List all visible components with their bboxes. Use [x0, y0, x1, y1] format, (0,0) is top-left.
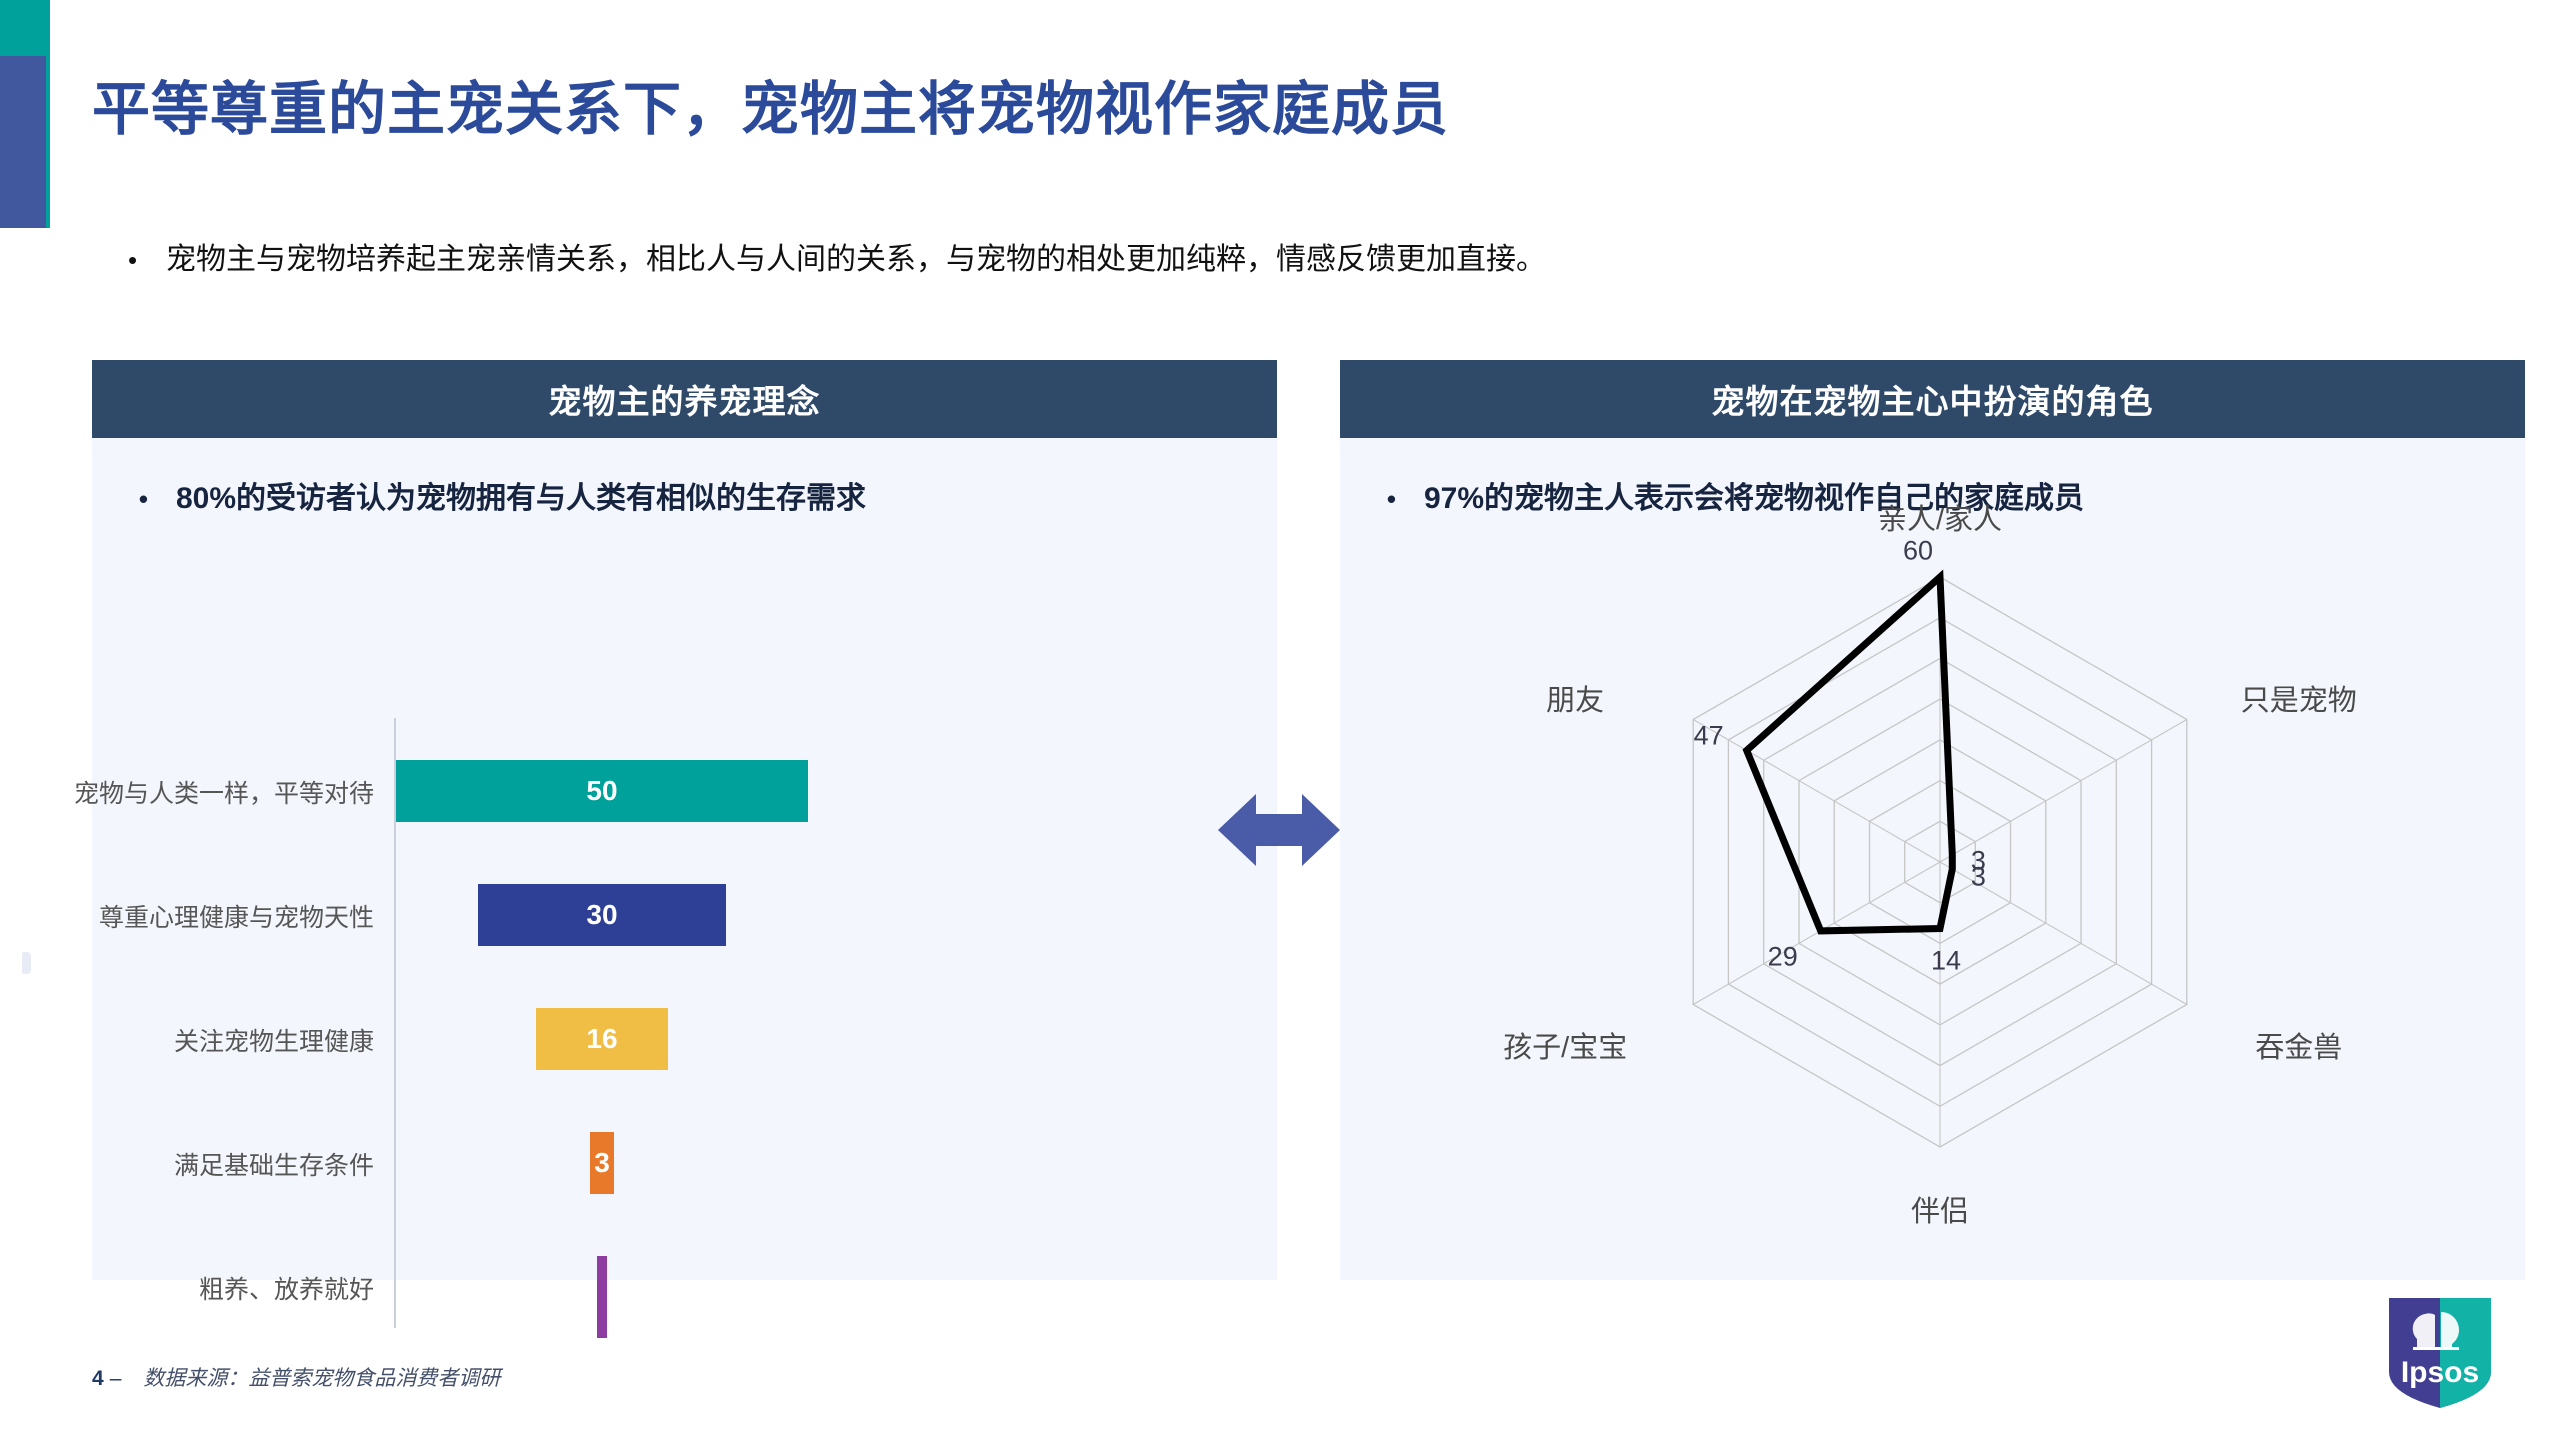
footer-source-text: 数据来源：益普索宠物食品消费者调研: [143, 1367, 501, 1390]
page-title: 平等尊重的主宠关系下，宠物主将宠物视作家庭成员: [92, 77, 1450, 142]
double-arrow-horizontal-icon: [1218, 788, 1340, 872]
bullet-marker-icon: •: [1386, 484, 1396, 514]
funnel-bar-value: 30: [586, 899, 618, 930]
right-panel: 宠物在宠物主心中扮演的角色 • 97%的宠物主人表示会将宠物视作自己的家庭成员 …: [1340, 360, 2525, 1280]
right-panel-bullet-text: 97%的宠物主人表示会将宠物视作自己的家庭成员: [1424, 482, 2085, 515]
radar-axis-spoke: [1692, 719, 1941, 863]
footer-dash: –: [109, 1367, 122, 1390]
radar-svg: [1692, 569, 2188, 1148]
intro-bullet: • 宠物主与宠物培养起主宠亲情关系，相比人与人间的关系，与宠物的相处更加纯粹，情…: [128, 240, 2428, 280]
left-panel-bullet: • 80%的受访者认为宠物拥有与人类有相似的生存需求: [92, 438, 1277, 518]
funnel-bar-value: 3: [594, 1147, 610, 1178]
bullet-marker-icon: •: [138, 484, 148, 514]
funnel-category-label: 宠物与人类一样，平等对待: [73, 780, 374, 808]
accent-bar-teal-segment: [0, 0, 50, 56]
radar-value-label: 3: [1970, 861, 1986, 892]
radar-axis-label: 亲人/家人: [1877, 504, 2003, 536]
funnel-category-axis: [394, 718, 396, 1328]
funnel-category-label: 粗养、放养就好: [198, 1276, 374, 1304]
left-panel-header: 宠物主的养宠理念: [92, 360, 1277, 438]
radar-value-label: 14: [1930, 945, 1962, 975]
radar-axis-label: 朋友: [1546, 684, 1605, 717]
radar-data-polygon: [1742, 569, 1956, 935]
left-panel-bullet-text: 80%的受访者认为宠物拥有与人类有相似的生存需求: [176, 482, 867, 515]
funnel-category-label: 满足基础生存条件: [173, 1152, 374, 1180]
radar-value-label: 29: [1767, 941, 1798, 972]
edge-artifact-mark: [22, 952, 31, 974]
accent-bar-blue-segment: [0, 56, 46, 228]
funnel-bar-value: 16: [586, 1023, 618, 1054]
accent-bar-teal-strip: [46, 56, 50, 228]
slide-accent-bar: [0, 0, 50, 228]
funnel-bar: 30: [478, 884, 726, 946]
radar-value-label: 60: [1902, 535, 1934, 566]
ipsos-logo: Ipsos: [2389, 1298, 2491, 1408]
ipsos-logo-text: Ipsos: [2401, 1356, 2479, 1389]
funnel-bar: 16: [536, 1008, 668, 1070]
radar-value-label: 47: [1693, 720, 1724, 751]
intro-bullet-text: 宠物主与宠物培养起主宠亲情关系，相比人与人间的关系，与宠物的相处更加纯粹，情感反…: [166, 243, 1546, 276]
funnel-bar: 3: [589, 1132, 615, 1194]
left-panel: 宠物主的养宠理念 • 80%的受访者认为宠物拥有与人类有相似的生存需求 宠物与人…: [74, 360, 1277, 1338]
funnel-bar-value: 50: [586, 775, 618, 806]
funnel-category-label: 尊重心理健康与宠物天性: [98, 904, 374, 932]
funnel-bar: [597, 1256, 607, 1338]
right-panel-bullet: • 97%的宠物主人表示会将宠物视作自己的家庭成员: [1340, 438, 2525, 518]
radar-axis-spoke: [1692, 861, 1941, 1005]
funnel-category-label: 关注宠物生理健康: [173, 1028, 374, 1056]
radar-axis-label: 孩子/宝宝: [1503, 1031, 1628, 1064]
funnel-bar: 50: [395, 760, 809, 822]
radar-value-label: 3: [1970, 845, 1986, 876]
radar-axis-label: 只是宠物: [2240, 684, 2357, 717]
footer: 4 – 数据来源：益普索宠物食品消费者调研: [92, 1362, 500, 1392]
right-panel-header: 宠物在宠物主心中扮演的角色: [1340, 360, 2525, 438]
radar-axis-spoke: [1939, 861, 2188, 1005]
radar-axis-spoke: [1939, 719, 2188, 863]
radar-axis-label: 吞金兽: [2255, 1031, 2343, 1064]
bullet-marker-icon: •: [128, 245, 138, 275]
footer-page-number: 4: [92, 1367, 104, 1390]
radar-axis-label: 伴侣: [1910, 1196, 1970, 1228]
